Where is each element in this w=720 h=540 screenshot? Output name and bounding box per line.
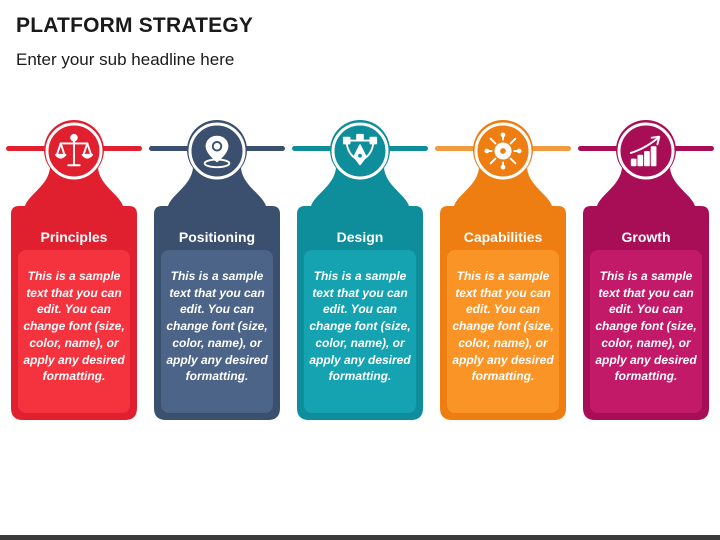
step-shape [154,120,280,420]
page-title: PLATFORM STRATEGY [16,14,254,37]
step-description: This is a sample text that you can edit.… [166,269,268,384]
step-title: Design [336,229,384,245]
scales-icon [48,125,100,177]
step-shape [583,120,709,420]
location-pin-icon [191,125,243,177]
step-title: Positioning [178,229,256,245]
page-subtitle: Enter your sub headline here [16,50,235,69]
step-shape [440,120,566,420]
step-title: Growth [621,229,671,245]
growth-chart-icon [620,125,672,177]
bottom-bar [0,535,720,540]
step-description: This is a sample text that you can edit.… [595,269,697,384]
step-title: Capabilities [463,229,543,245]
pen-tool-icon [334,125,386,177]
step-body-panel [447,250,559,413]
step-title: Principles [40,229,108,245]
step-body-panel [304,250,416,413]
step-body-panel [590,250,702,413]
step-description: This is a sample text that you can edit.… [23,269,125,384]
step-description: This is a sample text that you can edit.… [452,269,554,384]
step-body-panel [161,250,273,413]
gear-network-icon [477,125,529,177]
step-body-panel [18,250,130,413]
step-description: This is a sample text that you can edit.… [309,269,411,384]
